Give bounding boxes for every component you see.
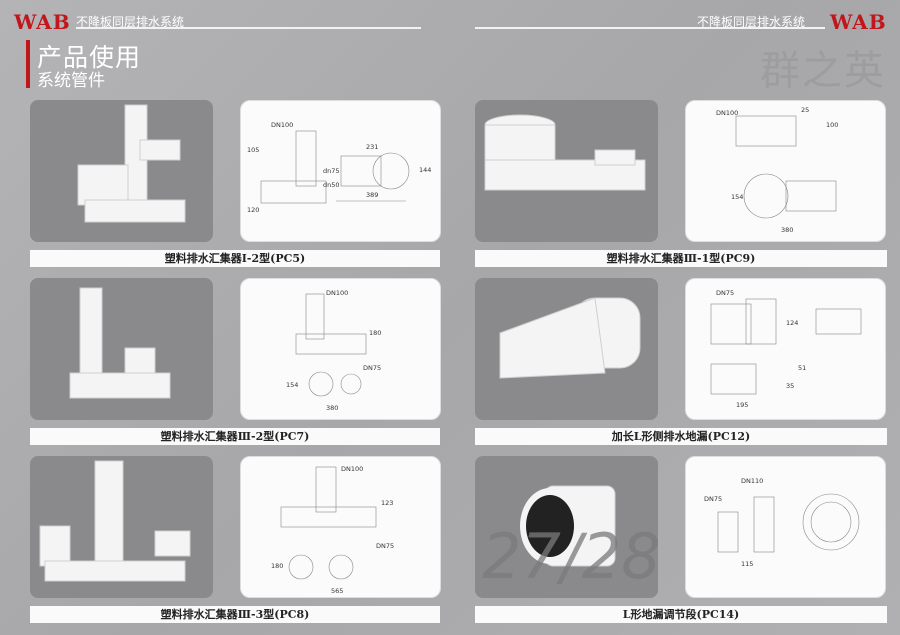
dimension-label: 565: [331, 587, 344, 595]
caption-pc8: 塑料排水汇集器Ⅲ-3型(PC8): [30, 606, 440, 623]
dimension-label: DN100: [326, 289, 349, 297]
dimension-label: 35: [786, 382, 795, 390]
company-watermark: 群之英: [760, 48, 886, 94]
dimension-label: DN110: [741, 477, 764, 485]
dimension-label: 380: [326, 404, 339, 412]
product-photo-pc8: [30, 456, 213, 598]
drawing-pc9: DN100 25 100 154 380: [685, 100, 886, 242]
header-rule-right: [475, 27, 825, 29]
dimension-label: 231: [366, 143, 379, 151]
caption-pc12: 加长L形侧排水地漏(PC12): [475, 428, 887, 445]
dimension-label: DN100: [341, 465, 364, 473]
caption-pc7: 塑料排水汇集器Ⅲ-2型(PC7): [30, 428, 440, 445]
dimension-label: 180: [271, 562, 284, 570]
dimension-label: DN75: [376, 542, 395, 550]
dimension-label: DN75: [363, 364, 382, 372]
dimension-label: dn50: [323, 181, 340, 189]
dimension-label: 120: [247, 206, 260, 214]
caption-pc14: L形地漏调节段(PC14): [475, 606, 887, 623]
page-subtitle: 系统管件: [37, 71, 105, 91]
brand-logo-right: WAB: [830, 10, 887, 34]
caption-pc9: 塑料排水汇集器Ⅲ-1型(PC9): [475, 250, 887, 267]
system-name-left: 不降板同层排水系统: [76, 15, 185, 29]
dimension-label: 144: [419, 166, 432, 174]
dimension-label: 51: [798, 364, 807, 372]
drawing-pc5: DN100 105 120 231 dn75 dn50 144 389: [240, 100, 441, 242]
dimension-label: 389: [366, 191, 379, 199]
dimension-label: DN75: [716, 289, 735, 297]
page-title: 产品使用: [37, 43, 142, 72]
dimension-label: DN75: [704, 495, 723, 503]
dimension-label: 180: [369, 329, 382, 337]
dimension-label: 115: [741, 560, 754, 568]
dimension-label: 124: [786, 319, 799, 327]
drawing-pc12: DN75 124 51 35 195: [685, 278, 886, 420]
brand-logo-left: WAB: [14, 10, 71, 34]
dimension-label: 105: [247, 146, 260, 154]
header-rule-left: [76, 27, 421, 29]
dimension-label: DN100: [716, 109, 739, 117]
dimension-label: 100: [826, 121, 839, 129]
dimension-label: 154: [731, 193, 744, 201]
title-accent-bar: [26, 40, 30, 88]
product-photo-pc5: [30, 100, 213, 242]
product-photo-pc12: [475, 278, 658, 420]
product-photo-pc9: [475, 100, 658, 242]
page-number: 27/28: [482, 520, 661, 593]
dimension-label: DN100: [271, 121, 294, 129]
drawing-pc7: DN100 180 DN75 154 380: [240, 278, 441, 420]
dimension-label: 123: [381, 499, 394, 507]
dimension-label: 195: [736, 401, 749, 409]
dimension-label: 25: [801, 106, 810, 114]
system-name-right: 不降板同层排水系统: [697, 15, 806, 29]
product-photo-pc7: [30, 278, 213, 420]
dimension-label: dn75: [323, 167, 340, 175]
caption-pc5: 塑料排水汇集器Ⅰ-2型(PC5): [30, 250, 440, 267]
dimension-label: 154: [286, 381, 299, 389]
product-photo-pc14: [475, 456, 658, 598]
drawing-pc14: DN110 DN75 115: [685, 456, 886, 598]
drawing-pc8: DN100 123 DN75 180 565: [240, 456, 441, 598]
dimension-label: 380: [781, 226, 794, 234]
